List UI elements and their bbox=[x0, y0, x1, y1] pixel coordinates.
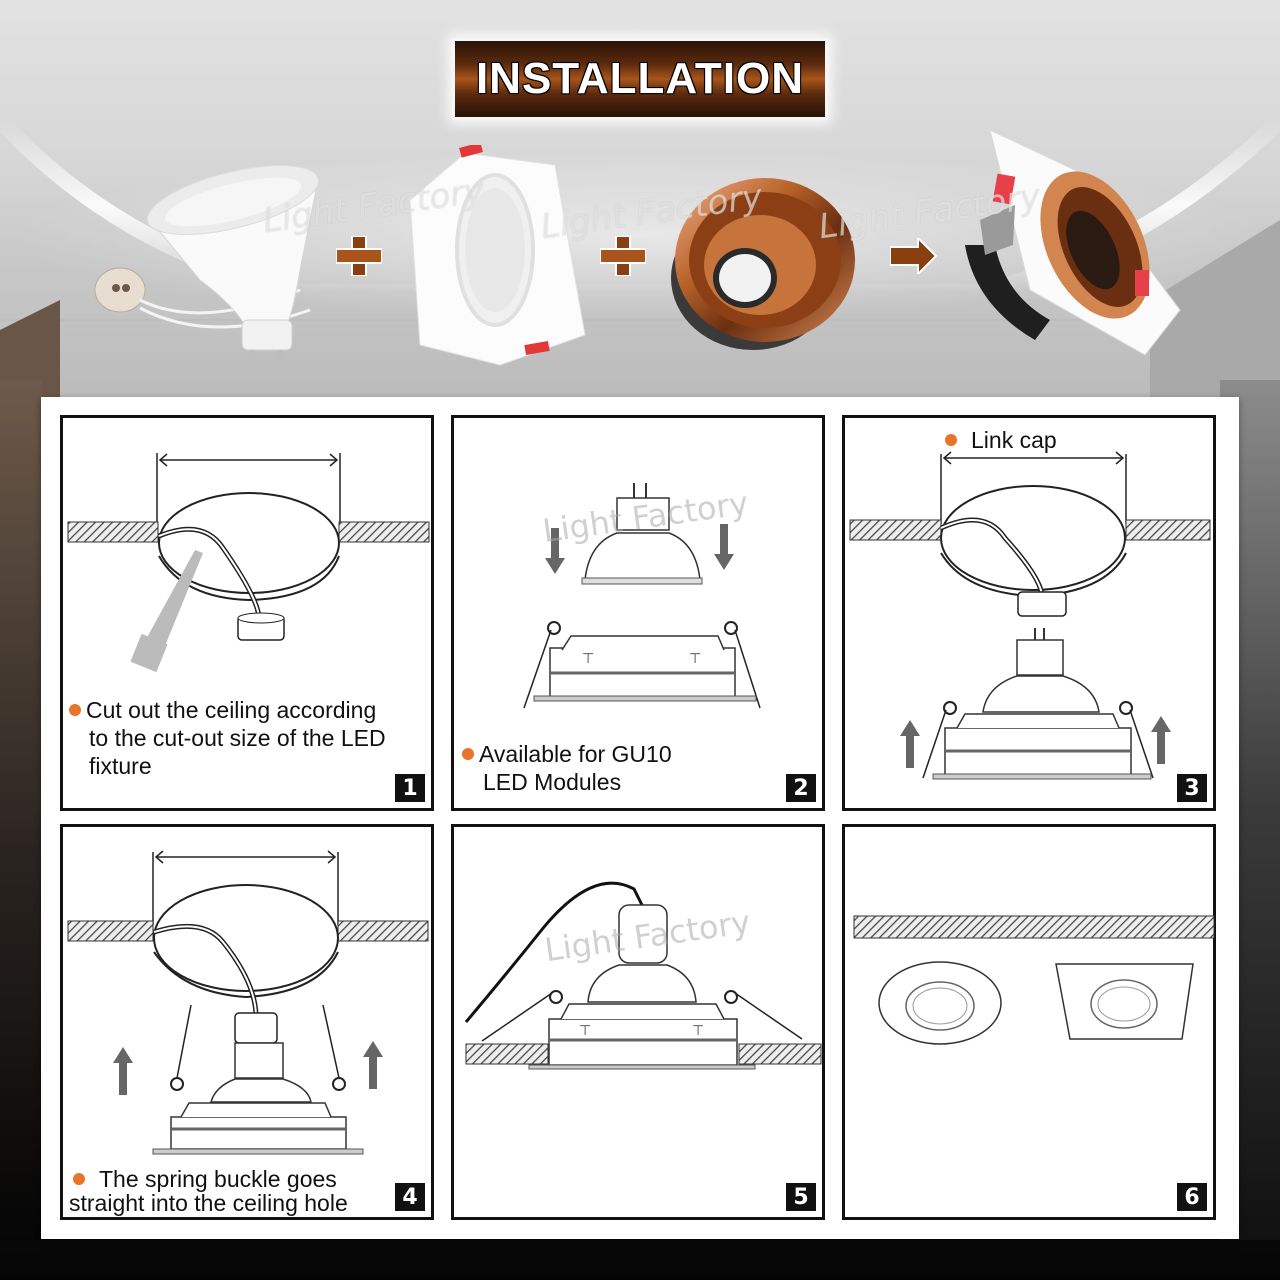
bullet-icon bbox=[945, 433, 957, 446]
step-4-panel: The spring buckle goes straight into the… bbox=[60, 824, 434, 1220]
step-5-panel: ⊤ ⊤ Light Factory 5 bbox=[451, 824, 825, 1220]
step-number-badge: 1 bbox=[395, 774, 425, 802]
step-number-badge: 3 bbox=[1177, 774, 1207, 802]
svg-text:⊤: ⊤ bbox=[582, 650, 594, 666]
assembled-fixture-image bbox=[965, 129, 1181, 356]
plus-operator-1 bbox=[335, 235, 383, 281]
step-number-badge: 4 bbox=[395, 1183, 425, 1211]
step-2-diagram: ⊤ ⊤ bbox=[523, 483, 761, 709]
svg-text:⊤: ⊤ bbox=[689, 650, 701, 666]
step-1-diagram bbox=[67, 453, 430, 673]
bullet-icon bbox=[462, 747, 474, 760]
step-6-panel: 6 bbox=[842, 824, 1216, 1220]
gu10-bulb-image bbox=[94, 164, 320, 360]
svg-text:⊤: ⊤ bbox=[692, 1022, 704, 1038]
step-number-badge: 5 bbox=[786, 1183, 816, 1211]
step-6-diagram bbox=[853, 915, 1215, 1045]
step-3-label: Link cap bbox=[945, 426, 1057, 454]
title-banner: INSTALLATION bbox=[452, 38, 828, 120]
step-number-badge: 2 bbox=[786, 774, 816, 802]
arrow-operator bbox=[889, 235, 938, 279]
bullet-icon bbox=[73, 1172, 85, 1185]
bullet-icon bbox=[69, 703, 81, 716]
step-4-caption: The spring buckle goes straight into the… bbox=[69, 1166, 348, 1216]
step-3-diagram bbox=[849, 451, 1211, 780]
rose-gold-reflector-image bbox=[671, 178, 855, 350]
step-4-diagram bbox=[67, 850, 429, 1155]
step-1-panel: Cut out the ceiling according to the cut… bbox=[60, 415, 434, 811]
step-1-caption: Cut out the ceiling according to the cut… bbox=[69, 696, 386, 780]
page-title: INSTALLATION bbox=[475, 54, 805, 103]
plus-operator-2 bbox=[599, 235, 647, 281]
svg-text:⊤: ⊤ bbox=[579, 1022, 591, 1038]
wall-left bbox=[0, 380, 42, 1240]
step-2-caption: Available for GU10 LED Modules bbox=[462, 740, 672, 796]
step-5-diagram: ⊤ ⊤ bbox=[464, 881, 822, 1070]
square-trim-frame-image bbox=[409, 145, 586, 366]
step-number-badge: 6 bbox=[1177, 1183, 1207, 1211]
step-2-panel: ⊤ ⊤ Light Factory Available for GU10 LED… bbox=[451, 415, 825, 811]
step-3-panel: Link cap 3 bbox=[842, 415, 1216, 811]
